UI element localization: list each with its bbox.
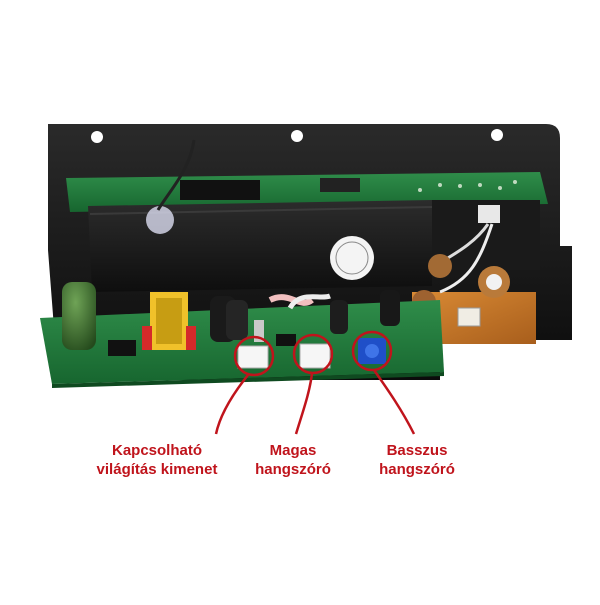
callout-label-line: Kapcsolható	[111, 442, 202, 459]
capacitor	[226, 300, 248, 340]
treble-connector	[299, 343, 331, 369]
callout-label-line: hangszóró	[255, 461, 331, 478]
callout-label-treble-speaker: Magas hangszóró	[238, 441, 348, 479]
display-chip	[180, 180, 260, 200]
callout-label-line: Basszus	[386, 442, 448, 459]
mounting-hole	[491, 129, 503, 141]
capacitor	[62, 282, 96, 350]
mounting-hole	[291, 130, 303, 142]
connector-block	[478, 205, 500, 223]
callout-line-treble	[294, 372, 314, 435]
capacitor	[330, 300, 348, 334]
ic-chip	[108, 340, 136, 356]
potentiometer	[428, 254, 452, 278]
callout-label-line: világítás kimenet	[96, 461, 218, 478]
white-connector	[457, 307, 481, 327]
callout-circle-treble	[292, 333, 334, 375]
callout-label-bass-speaker: Basszus hangszóró	[362, 441, 472, 479]
warranty-sticker	[330, 236, 374, 280]
callout-circle-bass	[351, 330, 393, 372]
light-connector	[237, 345, 269, 369]
callout-circle-light	[233, 335, 275, 377]
resistor	[254, 320, 264, 342]
callout-label-line: Magas	[269, 442, 317, 459]
capacitor	[380, 290, 400, 326]
callout-line-bass	[372, 369, 416, 435]
callout-line-light	[214, 374, 249, 435]
mounting-hole	[91, 131, 103, 143]
callout-label-light-output: Kapcsolható világítás kimenet	[82, 441, 232, 479]
led-glow	[146, 206, 174, 234]
ic-chip	[276, 334, 296, 346]
callout-label-line: hangszóró	[379, 461, 455, 478]
display-chip	[320, 178, 360, 192]
